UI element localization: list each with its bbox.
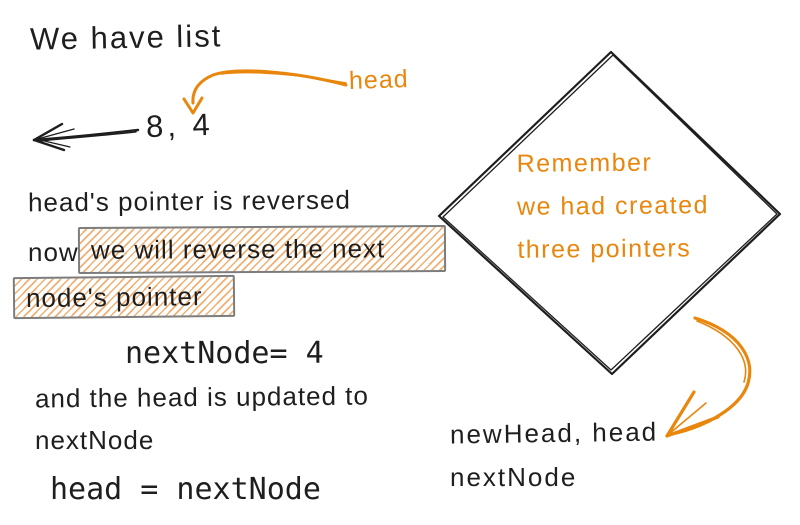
highlighted-text-1: we will reverse the next <box>90 233 386 265</box>
diamond-note: Remember we had created three pointers <box>516 141 710 272</box>
code-nextnode-assignment: nextNode= 4 <box>125 336 324 371</box>
update-note-line-1: and the head is updated to <box>34 380 370 414</box>
head-label: head <box>348 64 410 96</box>
diamond-note-line-2: we had created <box>516 191 710 221</box>
list-values: 8, 4 <box>145 106 215 145</box>
diamond-note-line-1: Remember <box>516 148 653 178</box>
highlighted-text-2: node's pointer <box>25 280 203 313</box>
code-head-assignment: head = nextNode <box>50 472 321 507</box>
explanation-line-1: head's pointer is reversed <box>27 184 352 218</box>
diamond-note-line-3: three pointers <box>517 234 692 264</box>
intro-text: We have list <box>29 18 223 57</box>
highlight-box-1: we will reverse the next <box>77 225 447 274</box>
highlight-box-2: node's pointer <box>12 274 236 320</box>
explanation-line-2-prefix: now <box>28 237 79 267</box>
pointers-note-line-2: nextNode <box>450 462 578 492</box>
pointers-note-line-1: newHead, head <box>449 416 659 450</box>
update-note-line-2: nextNode <box>35 425 155 455</box>
reverse-direction-arrow <box>32 122 140 152</box>
three-pointers-arrow <box>665 316 752 438</box>
